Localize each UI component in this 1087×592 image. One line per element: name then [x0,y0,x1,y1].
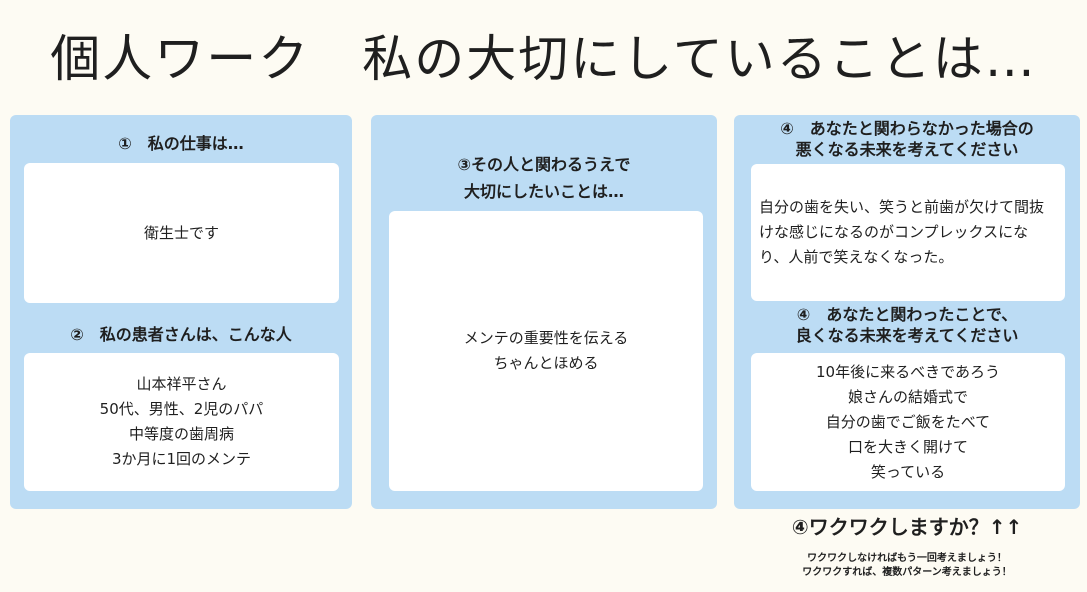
answer-box-my-patient: 山本祥平さん 50代、男性、2児のパパ 中等度の歯周病 3か月に1回のメンテ [24,353,339,491]
heading-good-future: ④ あなたと関わったことで、 良くなる未来を考えてください [795,305,1019,345]
answer-box-my-job: 衛生士です [24,163,339,303]
panel-what-matters: ③その人と関わるうえで 大切にしたいことは… メンテの重要性を伝える ちゃんとほ… [371,115,717,509]
page-title: 個人ワーク 私の大切にしていることは… [50,30,1037,88]
heading-what-matters: ③その人と関わるうえで 大切にしたいことは… [457,155,631,201]
answer-box-bad-future: 自分の歯を失い、笑うと前歯が欠けて間抜けな感じになるのがコンプレックスになり、人… [751,164,1065,301]
panel-my-work: ① 私の仕事は… 衛生士です ② 私の患者さんは、こんな人 山本祥平さん 50代… [10,115,352,509]
excitement-note: ワクワクしなければもう一回考えましょう！ ワクワクすれば、複数パターン考えましょ… [802,553,1012,578]
panel-future: ④ あなたと関わらなかった場合の 悪くなる未来を考えてください 自分の歯を失い、… [734,115,1080,509]
answer-box-good-future: 10年後に来るべきであろう 娘さんの結婚式で 自分の歯でご飯をたべて 口を大きく… [751,353,1065,491]
heading-my-job: ① 私の仕事は… [118,134,244,153]
answer-box-what-matters: メンテの重要性を伝える ちゃんとほめる [389,211,703,491]
heading-my-patient: ② 私の患者さんは、こんな人 [70,325,292,344]
excitement-question: ④ワクワクしますか？↑↑ [791,515,1023,539]
heading-bad-future: ④ あなたと関わらなかった場合の 悪くなる未来を考えてください [780,119,1034,159]
